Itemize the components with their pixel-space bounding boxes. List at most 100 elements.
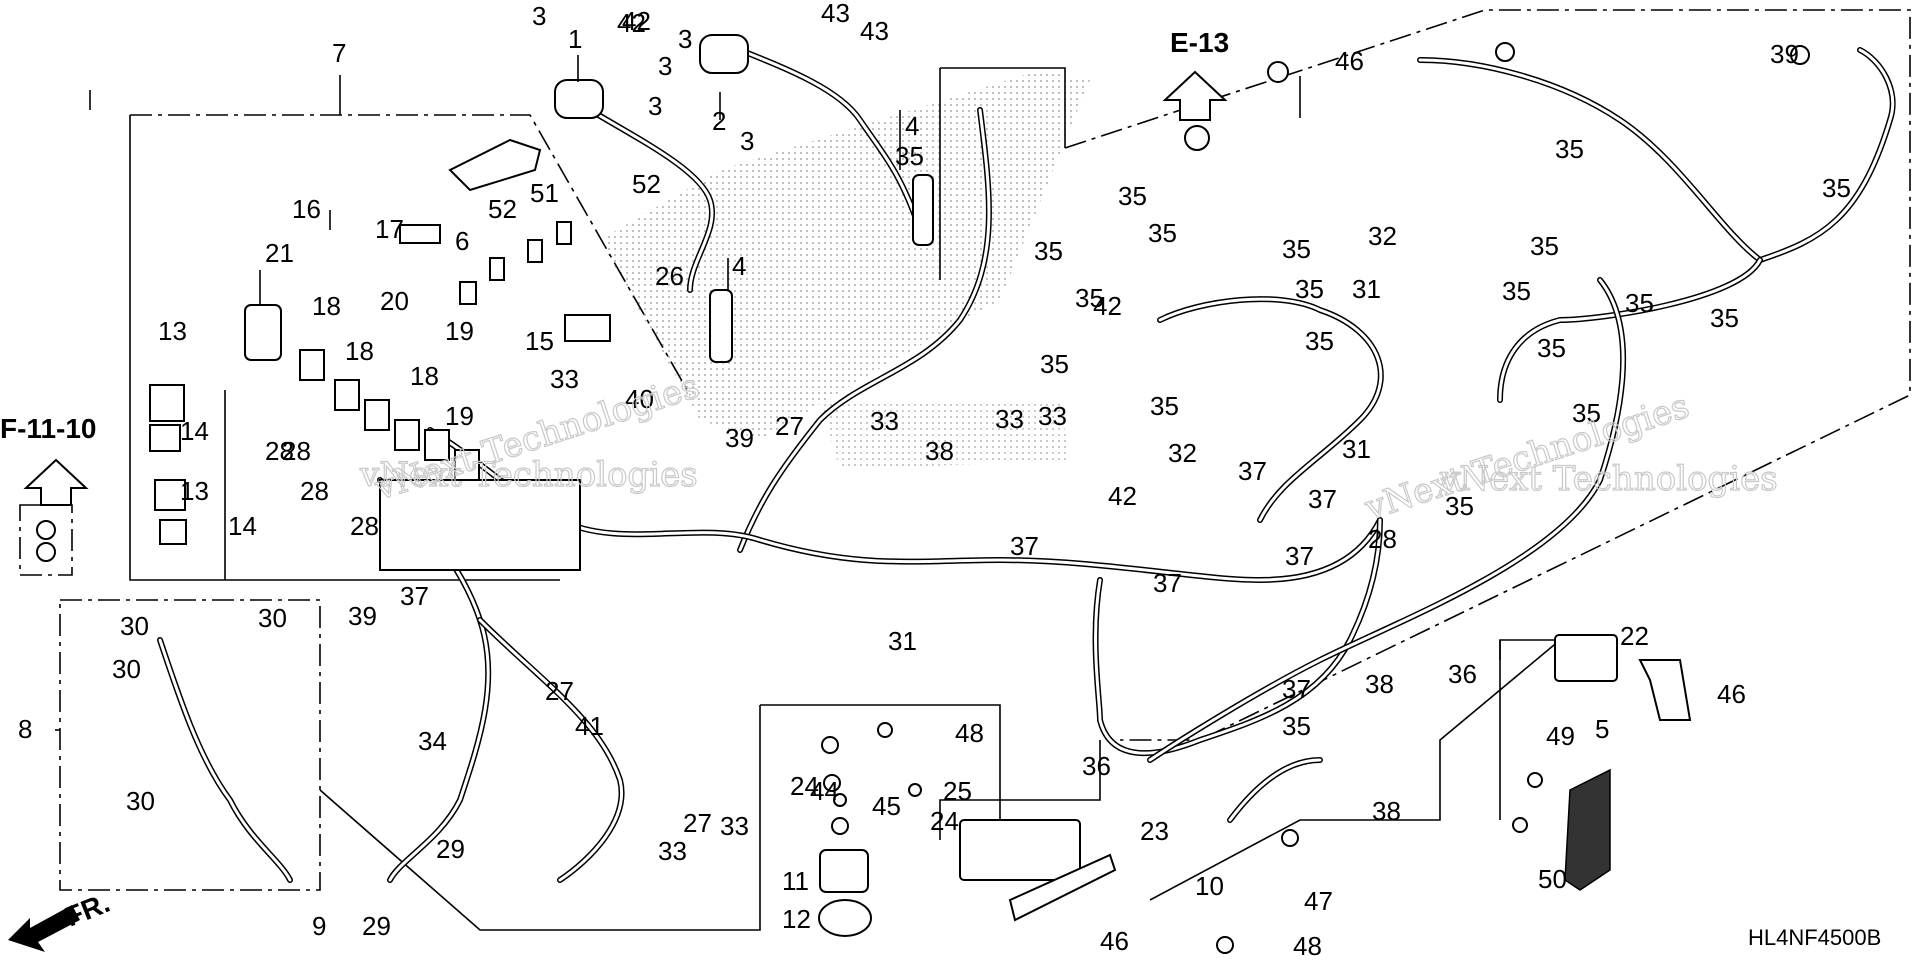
callout-number: 38 [925,436,954,466]
washer-24a [823,774,841,792]
callout-number: 30 [258,603,287,633]
callout-number: 33 [658,836,687,866]
relay-14b [159,519,187,545]
callout-number: 48 [955,718,984,748]
coil-2 [699,34,749,74]
bolt-48a [1527,772,1543,788]
callout-number: 31 [1352,274,1381,304]
connector-21 [244,304,282,361]
callout-number: 35 [1150,391,1179,421]
callout-number: 28 [300,476,329,506]
callout-number: 30 [126,786,155,816]
ecu-5 [1564,768,1611,891]
parts [36,34,1810,954]
callout-number: 19 [445,316,474,346]
callout-number: 35 [1710,303,1739,333]
callout-number: 21 [265,238,294,268]
fuse-50 [489,257,505,281]
callout-number: 35 [1445,491,1474,521]
relay-18c [394,419,420,451]
callout-number: 25 [943,776,972,806]
callout-number: 37 [1285,541,1314,571]
callout-number: 17 [375,214,404,244]
callout-number: 7 [332,38,346,68]
callout-number: 3 [648,91,662,121]
callout-number: 29 [436,834,465,864]
sensor-4a [709,289,733,363]
shaded-area-2 [820,400,1070,470]
callout-number: 48 [1293,931,1322,960]
callout-number: 43 [860,16,889,46]
callout-number: 33 [550,364,579,394]
callout-number: 42 [622,6,651,36]
callout-number: 39 [725,423,754,453]
callout-number: 28 [265,436,294,466]
callout-number: 3 [678,24,692,54]
watermark: vNext Technologies [1439,459,1778,499]
callout-number: 36 [1082,751,1111,781]
callout-number: 5 [1595,714,1609,744]
bolt-46c [1216,936,1234,954]
callout-number: 13 [158,316,187,346]
fuse-49 [527,239,543,263]
bracket-15 [564,314,611,342]
watermark: vNext Technologies [359,455,698,495]
callout-number: 35 [1295,274,1324,304]
callout-number: 22 [1620,621,1649,651]
callout-number: 33 [1038,401,1067,431]
callout-number: 12 [782,904,811,934]
bolt-47 [877,722,893,738]
callout-number: 18 [312,291,341,321]
callout-number: 35 [1282,711,1311,741]
callout-number: 46 [1717,679,1746,709]
callout-number: 35 [1822,173,1851,203]
bolt-48b [1512,817,1528,833]
callout-number: 4 [732,251,746,281]
fuse-17 [399,224,441,244]
front-direction-label: FR. [61,887,114,933]
cover-12 [818,899,872,937]
callout-number: 34 [418,726,447,756]
callout-number: 30 [112,654,141,684]
ecu-23 [959,819,1081,881]
callout-number: 27 [545,676,574,706]
callout-number: 26 [655,261,684,291]
drawing-code: HL4NF4500B [1748,925,1881,950]
rubber-45 [1008,853,1117,922]
callout-number: 49 [1546,721,1575,751]
ref-f1110: F-11-10 [0,413,97,444]
callout-number: 52 [632,169,661,199]
starter-relay-11 [819,849,869,893]
callout-number: 27 [683,808,712,838]
up-arrow-icon [23,458,89,506]
callout-number: 37 [400,581,429,611]
callout-number: 37 [1010,531,1039,561]
callout-number: 52 [488,194,517,224]
callout-number: 6 [455,226,469,256]
callout-number: 4 [905,111,919,141]
callout-number: 8 [18,714,32,744]
callout-number: 35 [1305,326,1334,356]
callout-number: 24 [790,771,819,801]
callout-number: 42 [617,8,646,38]
callout-number: 28 [282,436,311,466]
clip-38a [1790,45,1810,65]
module-22 [1554,634,1618,682]
callout-number: 38 [1365,669,1394,699]
relay-18b [334,379,360,411]
up-arrow-icons [23,70,1228,506]
callout-number: 35 [1282,234,1311,264]
callout-number: 11 [782,866,809,896]
leader-lines [259,55,1501,660]
callout-number: 28 [350,511,379,541]
callout-number: 37 [1153,568,1182,598]
callout-number: 33 [870,406,899,436]
callout-number: 35 [1034,236,1063,266]
relay-20 [364,399,390,431]
callout-number: 46 [1335,46,1364,76]
callout-number: 39 [348,601,377,631]
callout-number: 30 [120,611,149,641]
callout-number: 35 [1572,398,1601,428]
